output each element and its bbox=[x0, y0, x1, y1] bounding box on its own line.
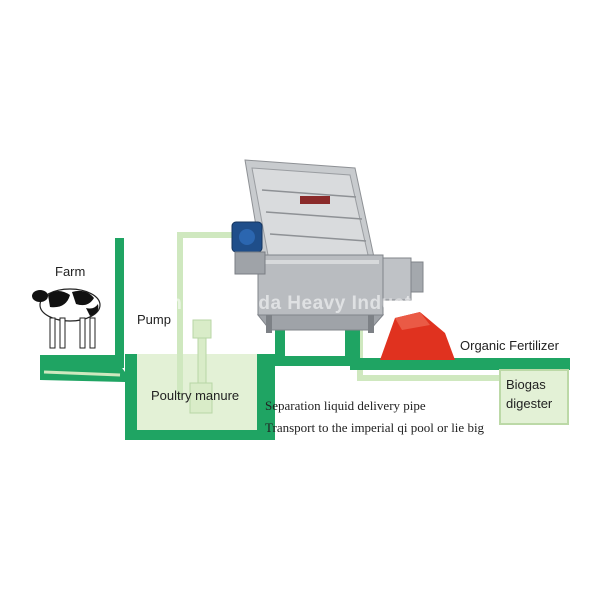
poultry-manure-label: Poultry manure bbox=[151, 388, 240, 403]
digester-label: digester bbox=[506, 396, 553, 411]
farm-label: Farm bbox=[55, 264, 86, 279]
manure-pit bbox=[125, 354, 275, 440]
watermark-text: Henan Tongda Heavy Industry bbox=[145, 293, 431, 314]
separator-channel bbox=[275, 326, 355, 366]
pump-label: Pump bbox=[137, 312, 171, 327]
organic-fertilizer-label: Organic Fertilizer bbox=[460, 338, 559, 353]
biogas-digester bbox=[499, 369, 569, 425]
cow-icon bbox=[32, 288, 101, 349]
electric-motor-icon bbox=[231, 221, 266, 275]
biogas-label: Biogas bbox=[506, 377, 546, 392]
organic-fertilizer-pile bbox=[380, 312, 455, 360]
fertilizer-ground bbox=[350, 326, 570, 370]
farm-channel bbox=[40, 238, 125, 382]
pump-pipe bbox=[177, 232, 248, 398]
screw-press-separator-icon bbox=[244, 159, 424, 333]
pump-icon bbox=[189, 319, 213, 414]
separation-pipe-label: Separation liquid delivery pipe bbox=[265, 398, 426, 413]
transport-label: Transport to the imperial qi pool or lie… bbox=[265, 420, 485, 435]
